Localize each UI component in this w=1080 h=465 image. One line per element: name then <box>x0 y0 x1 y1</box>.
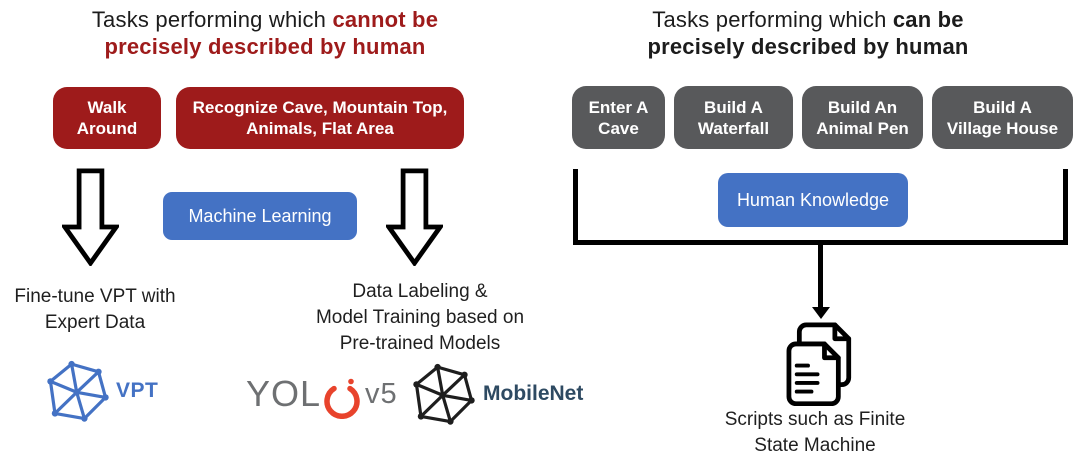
human-knowledge-box: Human Knowledge <box>718 173 908 227</box>
left-title-line2: precisely described by human <box>104 34 426 59</box>
connector-arrowhead-icon <box>812 307 830 319</box>
machine-learning-box: Machine Learning <box>163 192 357 240</box>
yolov5-logo: YOL v5 <box>246 372 398 419</box>
caption-data-labeling: Data Labeling & Model Training based on … <box>315 281 525 354</box>
mobilenet-label: MobileNet <box>483 382 584 405</box>
bracket-horizontal-line <box>573 240 1068 245</box>
down-arrow-icon <box>62 168 119 266</box>
right-title-line2: precisely described by human <box>647 34 969 59</box>
task-box-walk-around: Walk Around <box>53 87 161 149</box>
mobilenet-logo: MobileNet <box>412 360 583 428</box>
vpt-network-icon <box>47 360 109 422</box>
task-box-build-waterfall: Build A Waterfall <box>674 86 793 149</box>
left-title: Tasks performing which cannot be precise… <box>40 6 490 60</box>
caption-scripts: Scripts such as Finite State Machine <box>724 409 906 456</box>
documents-icon <box>786 322 852 406</box>
vpt-logo: VPT <box>46 358 158 424</box>
task-box-recognize: Recognize Cave, Mountain Top, Animals, F… <box>176 87 464 149</box>
vpt-label: VPT <box>116 379 159 402</box>
connector-stem-line <box>818 243 823 309</box>
task-box-build-village-house: Build A Village House <box>932 86 1073 149</box>
task-box-enter-cave: Enter A Cave <box>572 86 665 149</box>
right-title-highlight: can be <box>892 7 964 32</box>
yolo-ring-icon <box>324 378 360 419</box>
task-box-build-animal-pen: Build An Animal Pen <box>802 86 923 149</box>
caption-fine-tune-vpt: Fine-tune VPT with Expert Data <box>14 286 176 333</box>
right-title: Tasks performing which can be precisely … <box>578 6 1038 60</box>
yolo-version-text: v5 <box>365 377 398 410</box>
bracket-left-line <box>573 169 578 243</box>
mobilenet-network-icon <box>413 363 475 425</box>
right-title-normal: Tasks performing which <box>652 7 893 32</box>
down-arrow-icon <box>386 168 443 266</box>
yolo-text: YOL <box>246 373 322 414</box>
bracket-right-line <box>1063 169 1068 243</box>
left-title-highlight: cannot be <box>332 7 439 32</box>
left-title-normal: Tasks performing which <box>91 7 333 32</box>
